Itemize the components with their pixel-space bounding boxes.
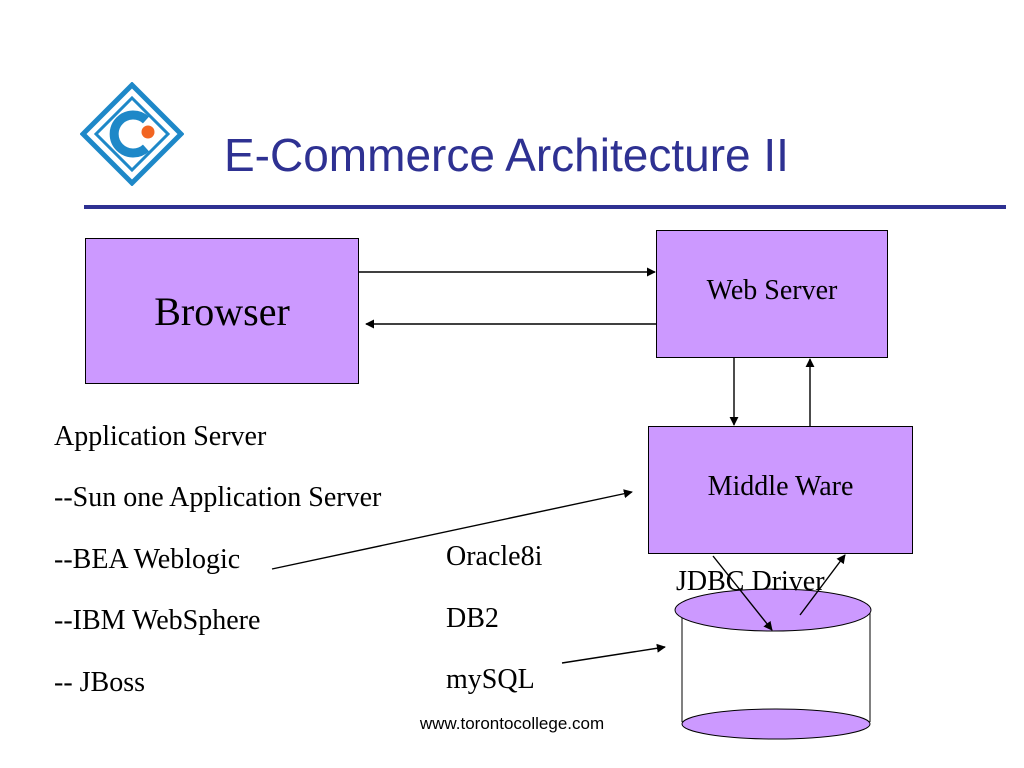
title-divider xyxy=(84,205,1006,209)
app-server-item: --IBM WebSphere xyxy=(54,605,261,636)
arrow-weblogic-to-middleware xyxy=(271,489,633,570)
database-item: DB2 xyxy=(446,603,499,634)
database-item: Oracle8i xyxy=(446,541,543,572)
diamond-c-logo-icon xyxy=(80,82,184,186)
arrow-middleware-to-database xyxy=(712,555,773,631)
slide-title: E-Commerce Architecture II xyxy=(224,129,789,181)
middleware-label: Middle Ware xyxy=(707,471,854,502)
app-server-heading: Application Server xyxy=(54,421,267,452)
arrow-mysql-to-database xyxy=(561,643,666,664)
app-server-item: -- JBoss xyxy=(54,667,146,698)
middleware-box: Middle Ware xyxy=(648,426,913,554)
web-server-box: Web Server xyxy=(656,230,888,358)
footer-url: www.torontocollege.com xyxy=(419,714,605,733)
app-server-item: --BEA Weblogic xyxy=(54,544,241,575)
arrow-database-to-middleware xyxy=(799,554,846,616)
web-server-label: Web Server xyxy=(706,275,838,306)
database-item: mySQL xyxy=(446,664,535,695)
jdbc-driver-label: JDBC Driver xyxy=(676,566,825,597)
browser-label: Browser xyxy=(154,288,290,334)
app-server-item: --Sun one Application Server xyxy=(54,482,382,513)
browser-box: Browser xyxy=(85,238,359,384)
